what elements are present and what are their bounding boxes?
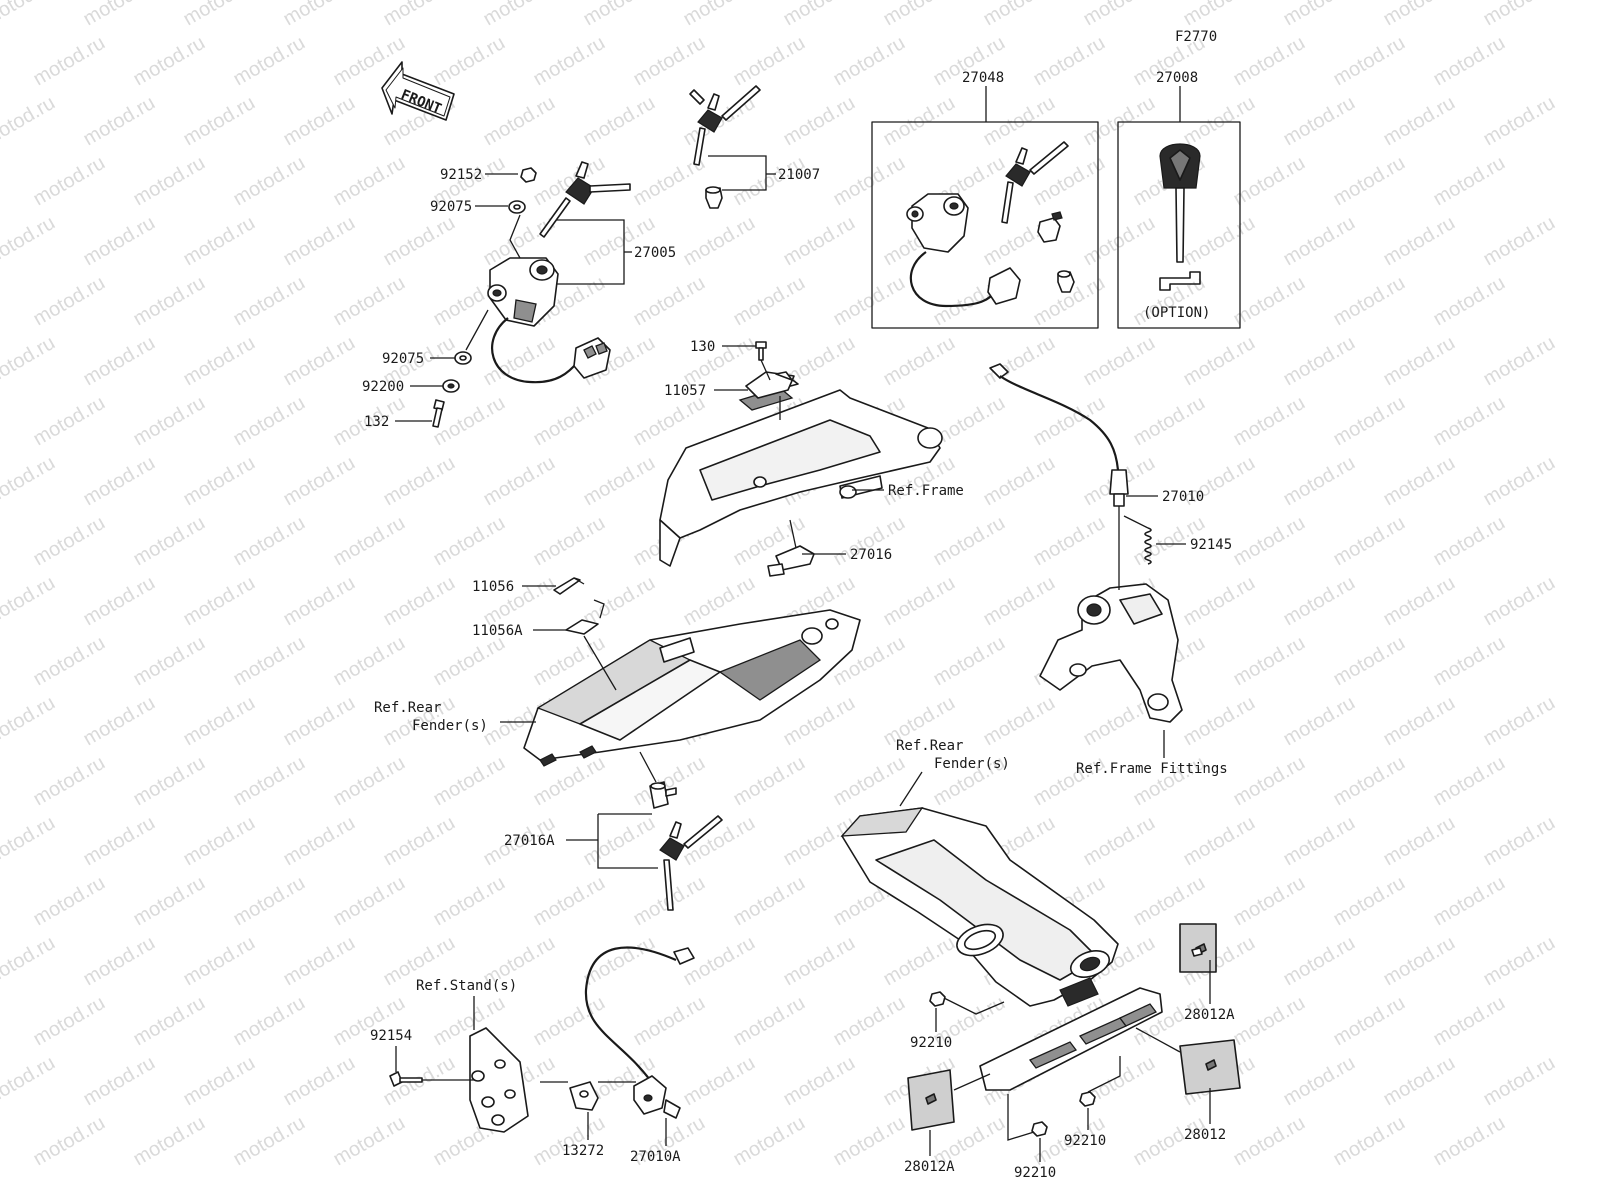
callout-92075: 92075 [430, 199, 472, 215]
frame-fittings-bracket [1039, 583, 1183, 723]
callout-ref-rear-fender-l2: Fender(s) [412, 718, 488, 734]
spring-92145-icon [1144, 527, 1152, 565]
callout-27010a: 27010A [630, 1149, 681, 1165]
callout-92200: 92200 [362, 379, 404, 395]
nut-92152-icon [520, 167, 537, 183]
callout-11056: 11056 [472, 579, 514, 595]
callout-27016a: 27016A [504, 833, 555, 849]
washer-92200-icon [442, 379, 460, 393]
callout-92210: 92210 [910, 1035, 952, 1051]
kit-box-27008 [1117, 121, 1241, 329]
ignition-switch-assembly [487, 161, 631, 384]
nut-92210b-icon [1079, 1091, 1096, 1107]
callout-27048: 27048 [962, 70, 1004, 86]
callout-28012: 28012 [1184, 1127, 1226, 1143]
callout-28012a-top: 28012A [1184, 1007, 1235, 1023]
figure-code: F2770 [1175, 29, 1217, 45]
seat-lock-frame-bracket [659, 377, 943, 567]
callout-ref-frame-fittings: Ref.Frame Fittings [1076, 761, 1228, 777]
cable-27016-icon [767, 545, 815, 577]
bolt-132-icon [432, 399, 445, 428]
stand-bracket [469, 1027, 529, 1133]
callout-27016: 27016 [850, 547, 892, 563]
plate-11056a-icon [565, 599, 605, 635]
callout-28012a-bottom: 28012A [904, 1159, 955, 1175]
side-stand-switch-27010a [584, 946, 695, 1119]
lock-cylinder-icon [649, 781, 677, 809]
callout-ref-frame: Ref.Frame [888, 483, 964, 499]
nut-92210c-icon [1031, 1121, 1048, 1137]
callout-27008: 27008 [1156, 70, 1198, 86]
callout-labels: 92152 92075 27005 92075 92200 132 21007 … [362, 70, 1235, 1181]
washer-92075b-icon [454, 351, 472, 365]
key-icon [539, 161, 631, 238]
callout-21007: 21007 [778, 167, 820, 183]
key-icon [659, 815, 723, 911]
clip-11056-icon [553, 577, 585, 595]
callout-13272: 13272 [562, 1143, 604, 1159]
key-blank-icon [1159, 143, 1201, 291]
callout-92075-b: 92075 [382, 351, 424, 367]
callout-11056a: 11056A [472, 623, 523, 639]
reflector-28012-icon [1179, 1039, 1241, 1095]
callout-92145: 92145 [1190, 537, 1232, 553]
key-set-21007 [689, 85, 761, 209]
callout-92152: 92152 [440, 167, 482, 183]
callout-ref-rear-fender2-l1: Ref.Rear [896, 738, 963, 754]
leader-lines [395, 86, 1211, 1162]
bracket-11057-icon [745, 371, 795, 399]
callout-ref-rear-fender-l1: Ref.Rear [374, 700, 441, 716]
connector-icon [573, 337, 611, 379]
reflector-28012a-bottom-icon [907, 1069, 955, 1131]
callout-130: 130 [690, 339, 715, 355]
bolt-130-icon [755, 341, 767, 361]
callout-ref-rear-fender2-l2: Fender(s) [934, 756, 1010, 772]
rear-fender-inner [523, 609, 861, 767]
callout-92210-b: 92210 [1064, 1133, 1106, 1149]
seat-lock-cable-27010 [989, 363, 1129, 507]
callout-27005: 27005 [634, 245, 676, 261]
callout-ref-stand: Ref.Stand(s) [416, 978, 517, 994]
washer-92075a-icon [508, 200, 526, 214]
kit-27048-contents [906, 141, 1075, 308]
lock-cylinder-icon [705, 186, 723, 209]
callout-92154: 92154 [370, 1028, 412, 1044]
nut-92210a-icon [929, 991, 946, 1007]
bolt-92154-icon [389, 1071, 423, 1087]
callout-132: 132 [364, 414, 389, 430]
front-arrow-icon: FRONT [381, 61, 455, 121]
license-plate-bracket [840, 807, 1163, 1091]
kit-box-27048 [871, 121, 1099, 329]
key-icon [1001, 141, 1069, 224]
screw-icon [1191, 947, 1203, 957]
callout-92210-c: 92210 [1014, 1165, 1056, 1181]
plate-13272-icon [569, 1081, 599, 1111]
callout-11057: 11057 [664, 383, 706, 399]
key-icon [689, 85, 761, 166]
key-set-27016a [649, 781, 723, 911]
callout-27010: 27010 [1162, 489, 1204, 505]
option-label: (OPTION) [1143, 305, 1210, 321]
